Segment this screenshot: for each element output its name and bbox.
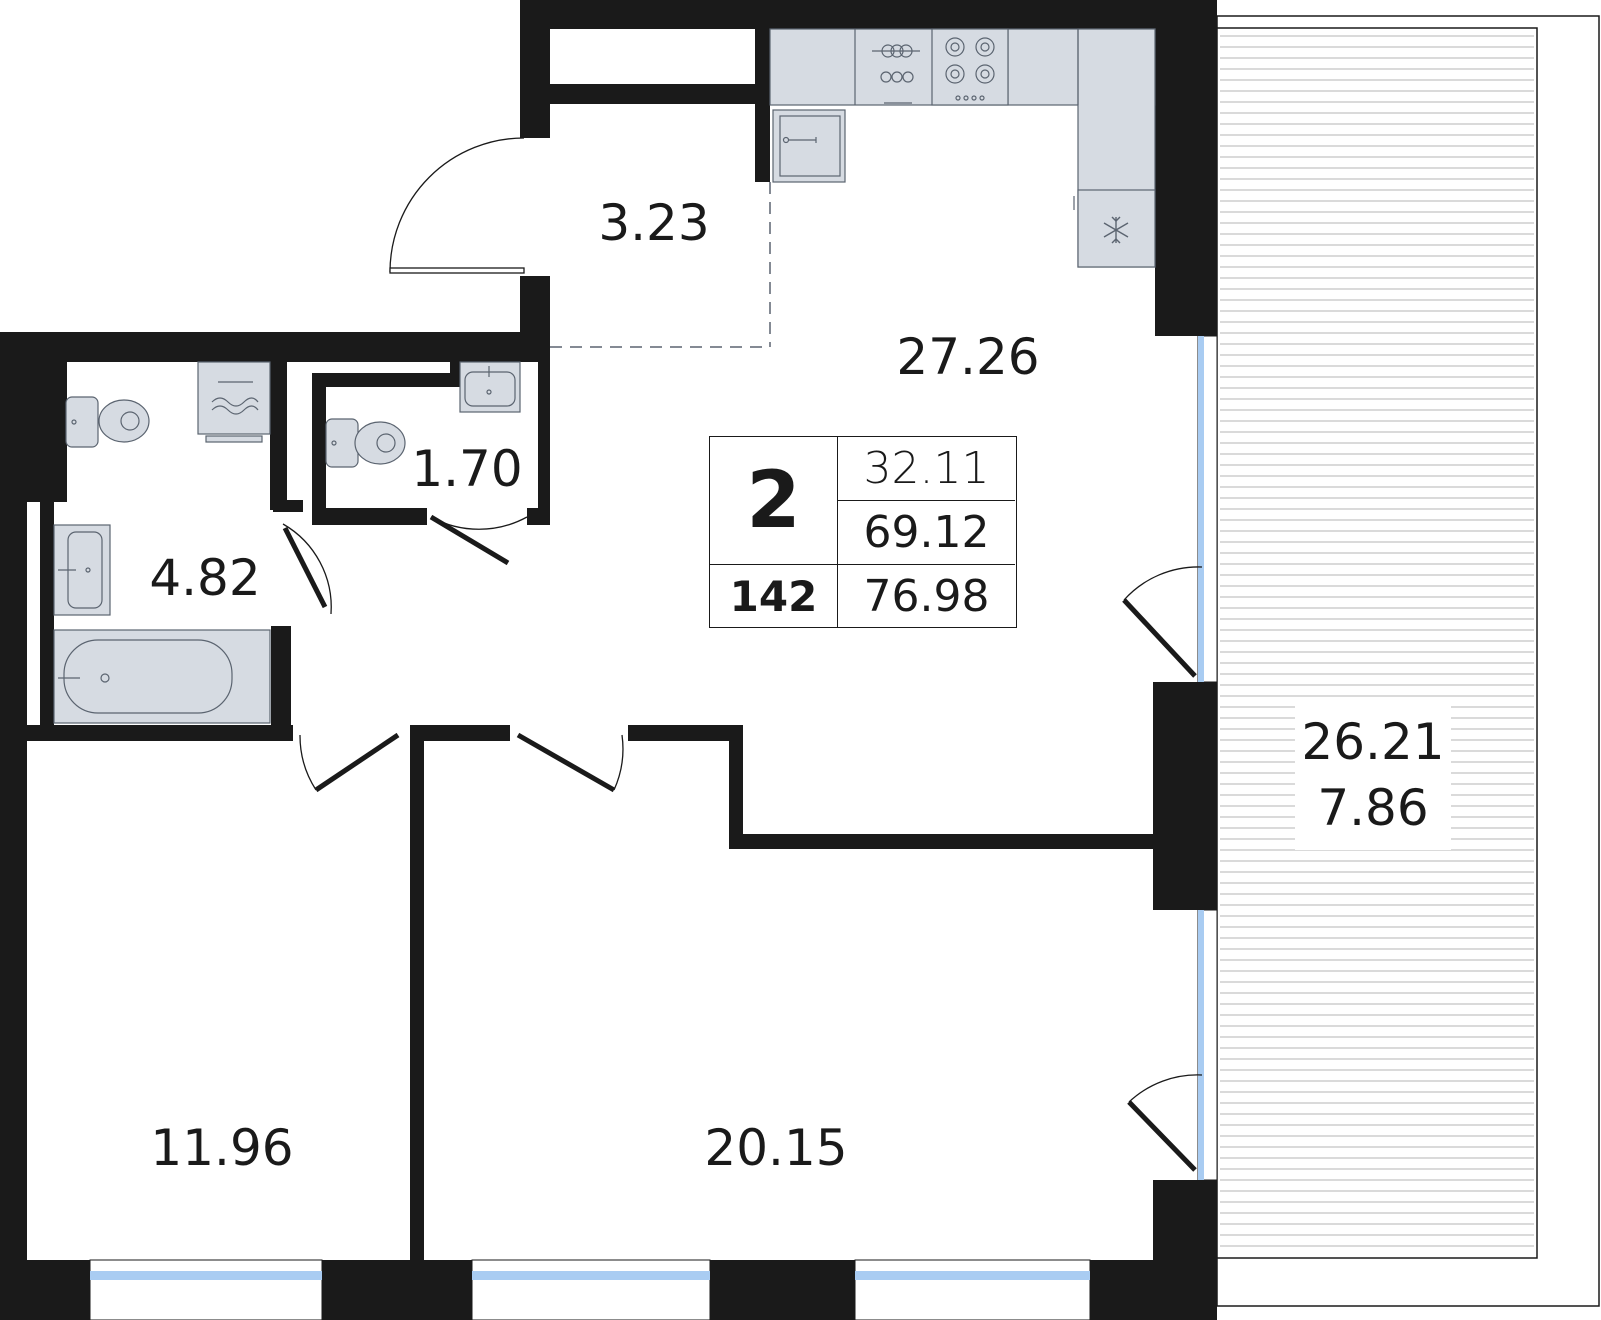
room-area-kitchen-living: 27.26 [896, 328, 1040, 386]
door-icon [389, 137, 525, 274]
window-icon [1197, 909, 1218, 1181]
windows [89, 335, 1218, 1320]
door-icon [282, 523, 332, 615]
door-icon [516, 732, 624, 793]
hall-boundary [550, 182, 771, 348]
terrace [1216, 15, 1600, 1307]
terrace-decking-hatch [1220, 35, 1534, 1247]
bathroom-fixtures [53, 361, 521, 724]
sink-icon [772, 109, 846, 183]
kitchen-fixtures [769, 28, 1156, 268]
room-area-bedroom-large: 20.15 [704, 1119, 848, 1177]
total-area: 76.98 [863, 570, 990, 622]
door-icon [1122, 566, 1203, 678]
terrace-area: 26.21 [1301, 713, 1445, 771]
living-area: 32.11 [838, 437, 1015, 501]
door-icon [299, 732, 400, 793]
toilet-icon [65, 396, 150, 448]
apartment-number: 142 [710, 565, 838, 627]
washing-machine-icon [197, 361, 271, 443]
doors [282, 137, 1203, 1172]
door-icon [1127, 1074, 1203, 1172]
stove-icon [931, 28, 1009, 106]
room-area-wc: 1.70 [411, 440, 523, 498]
room-area-bedroom-small: 11.96 [150, 1119, 294, 1177]
room-area-bathroom: 4.82 [149, 549, 261, 607]
sink-icon [53, 524, 111, 616]
sink-icon [459, 361, 521, 413]
window-icon [1197, 335, 1218, 683]
bathtub-icon [53, 629, 271, 724]
window-icon [89, 1259, 323, 1320]
walls [0, 0, 1217, 1320]
refrigerator-icon [1073, 189, 1156, 268]
room-area-hall: 3.23 [598, 194, 710, 252]
terrace-label-backdrop [1295, 700, 1451, 850]
washing-machine-icon [872, 44, 920, 104]
toilet-icon [325, 418, 406, 468]
apartment-summary: 2 32.11 69.12 142 76.98 [709, 436, 1017, 628]
window-icon [854, 1259, 1091, 1320]
door-icon [429, 514, 528, 566]
rooms-count: 2 [710, 437, 838, 565]
window-icon [471, 1259, 711, 1320]
terrace-reduced-area: 7.86 [1317, 779, 1429, 837]
apartment-area: 69.12 [838, 501, 1015, 565]
